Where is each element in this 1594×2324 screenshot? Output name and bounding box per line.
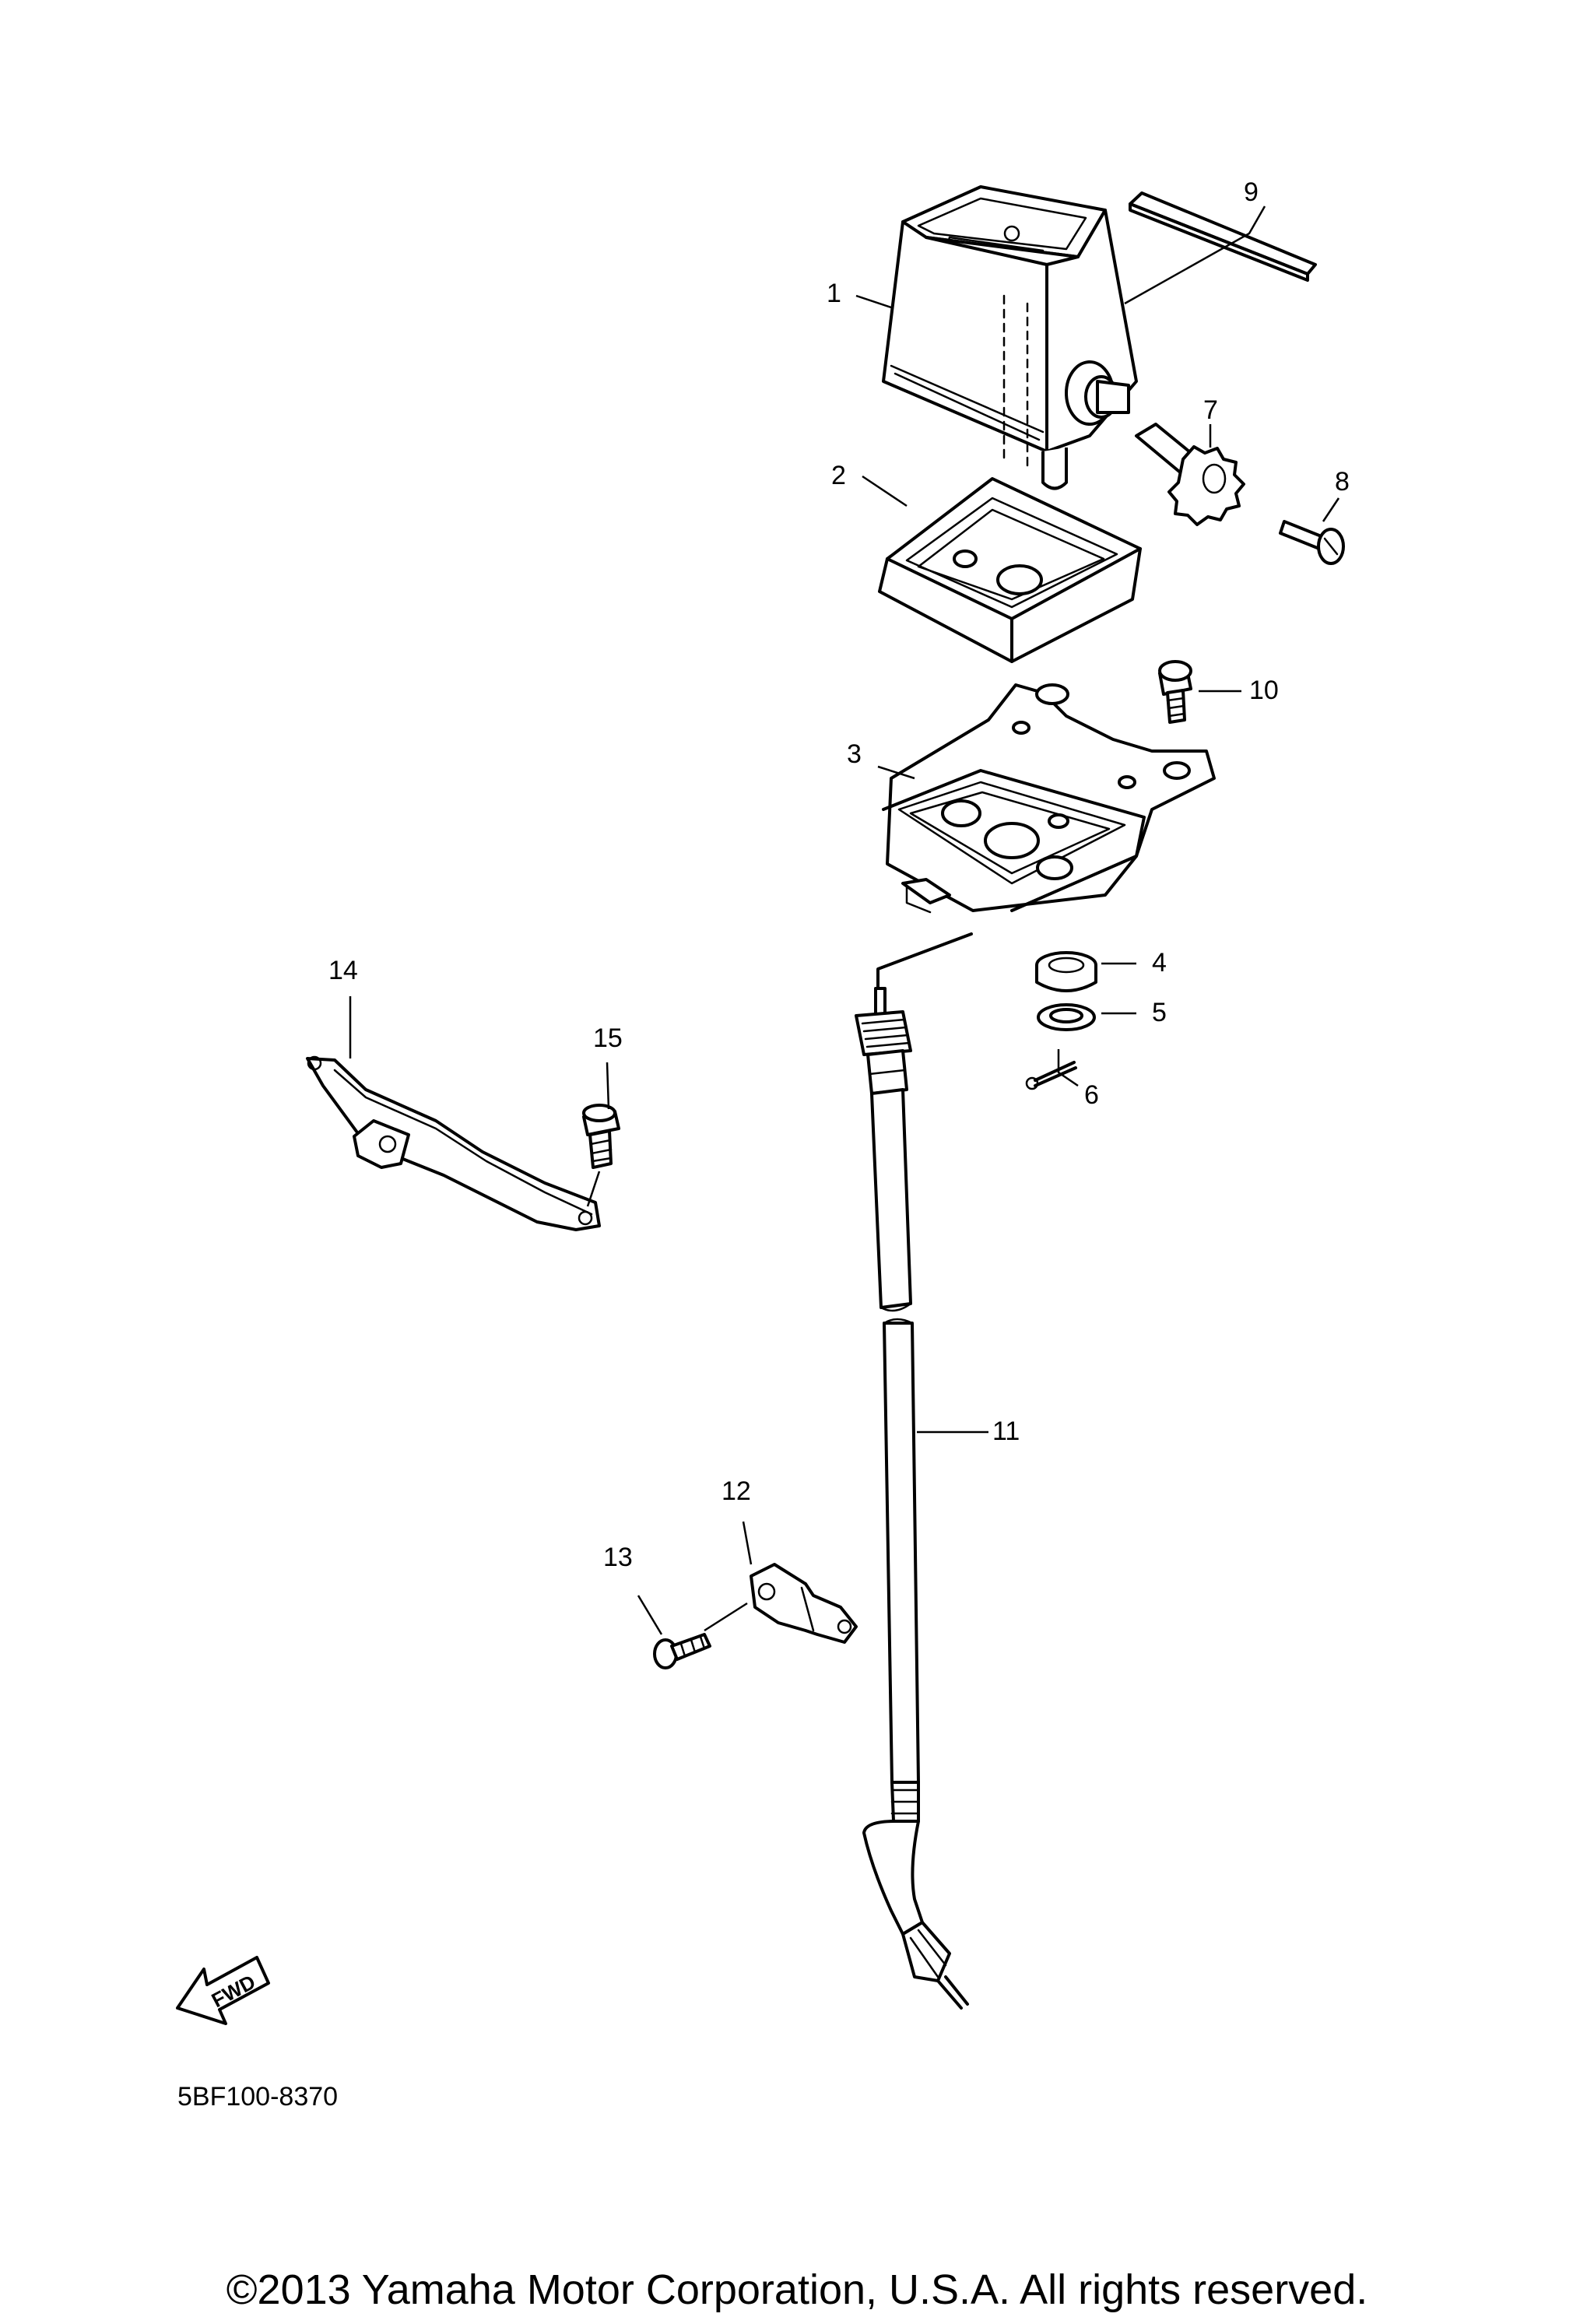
callout-7: 7	[1203, 395, 1218, 425]
callout-labels: 1 2 3 4 5 6 7 8 9 10 11 12 13 14 15	[328, 177, 1350, 1572]
callout-5: 5	[1152, 998, 1167, 1027]
copyright-notice: ©2013 Yamaha Motor Corporation, U.S.A. A…	[226, 2266, 1368, 2313]
speedometer-cable	[855, 932, 973, 2010]
leader-lines	[349, 205, 1340, 1635]
callout-9: 9	[1244, 177, 1259, 207]
rubber-strip-top	[1129, 202, 1309, 282]
callout-12: 12	[722, 1476, 751, 1506]
screw-8	[1279, 520, 1345, 565]
callout-8: 8	[1335, 467, 1350, 497]
meter-assembly	[882, 185, 1138, 490]
drive-gear	[1135, 423, 1245, 526]
meter-cushion	[878, 477, 1142, 663]
callout-4: 4	[1152, 948, 1167, 978]
screw-13	[653, 1633, 711, 1669]
stay-bracket	[306, 1055, 601, 1231]
callout-15: 15	[593, 1023, 623, 1053]
part-code: 5BF100-8370	[177, 2082, 338, 2112]
cable-clamp	[750, 1563, 858, 1644]
cotter-pin	[1025, 1061, 1077, 1090]
meter-bracket	[882, 683, 1216, 914]
grommet	[1035, 951, 1097, 992]
callout-14: 14	[328, 956, 358, 985]
callout-13: 13	[603, 1543, 633, 1572]
bolt-15	[582, 1104, 620, 1169]
fwd-arrow-icon: FWD	[176, 1956, 270, 2025]
callout-10: 10	[1249, 676, 1279, 705]
washer	[1037, 1003, 1096, 1031]
callout-11: 11	[992, 1417, 1020, 1446]
callout-3: 3	[847, 739, 862, 769]
rubber-strip	[1129, 191, 1317, 276]
callout-2: 2	[831, 461, 846, 490]
callout-1: 1	[827, 279, 841, 308]
callout-6: 6	[1084, 1080, 1099, 1110]
